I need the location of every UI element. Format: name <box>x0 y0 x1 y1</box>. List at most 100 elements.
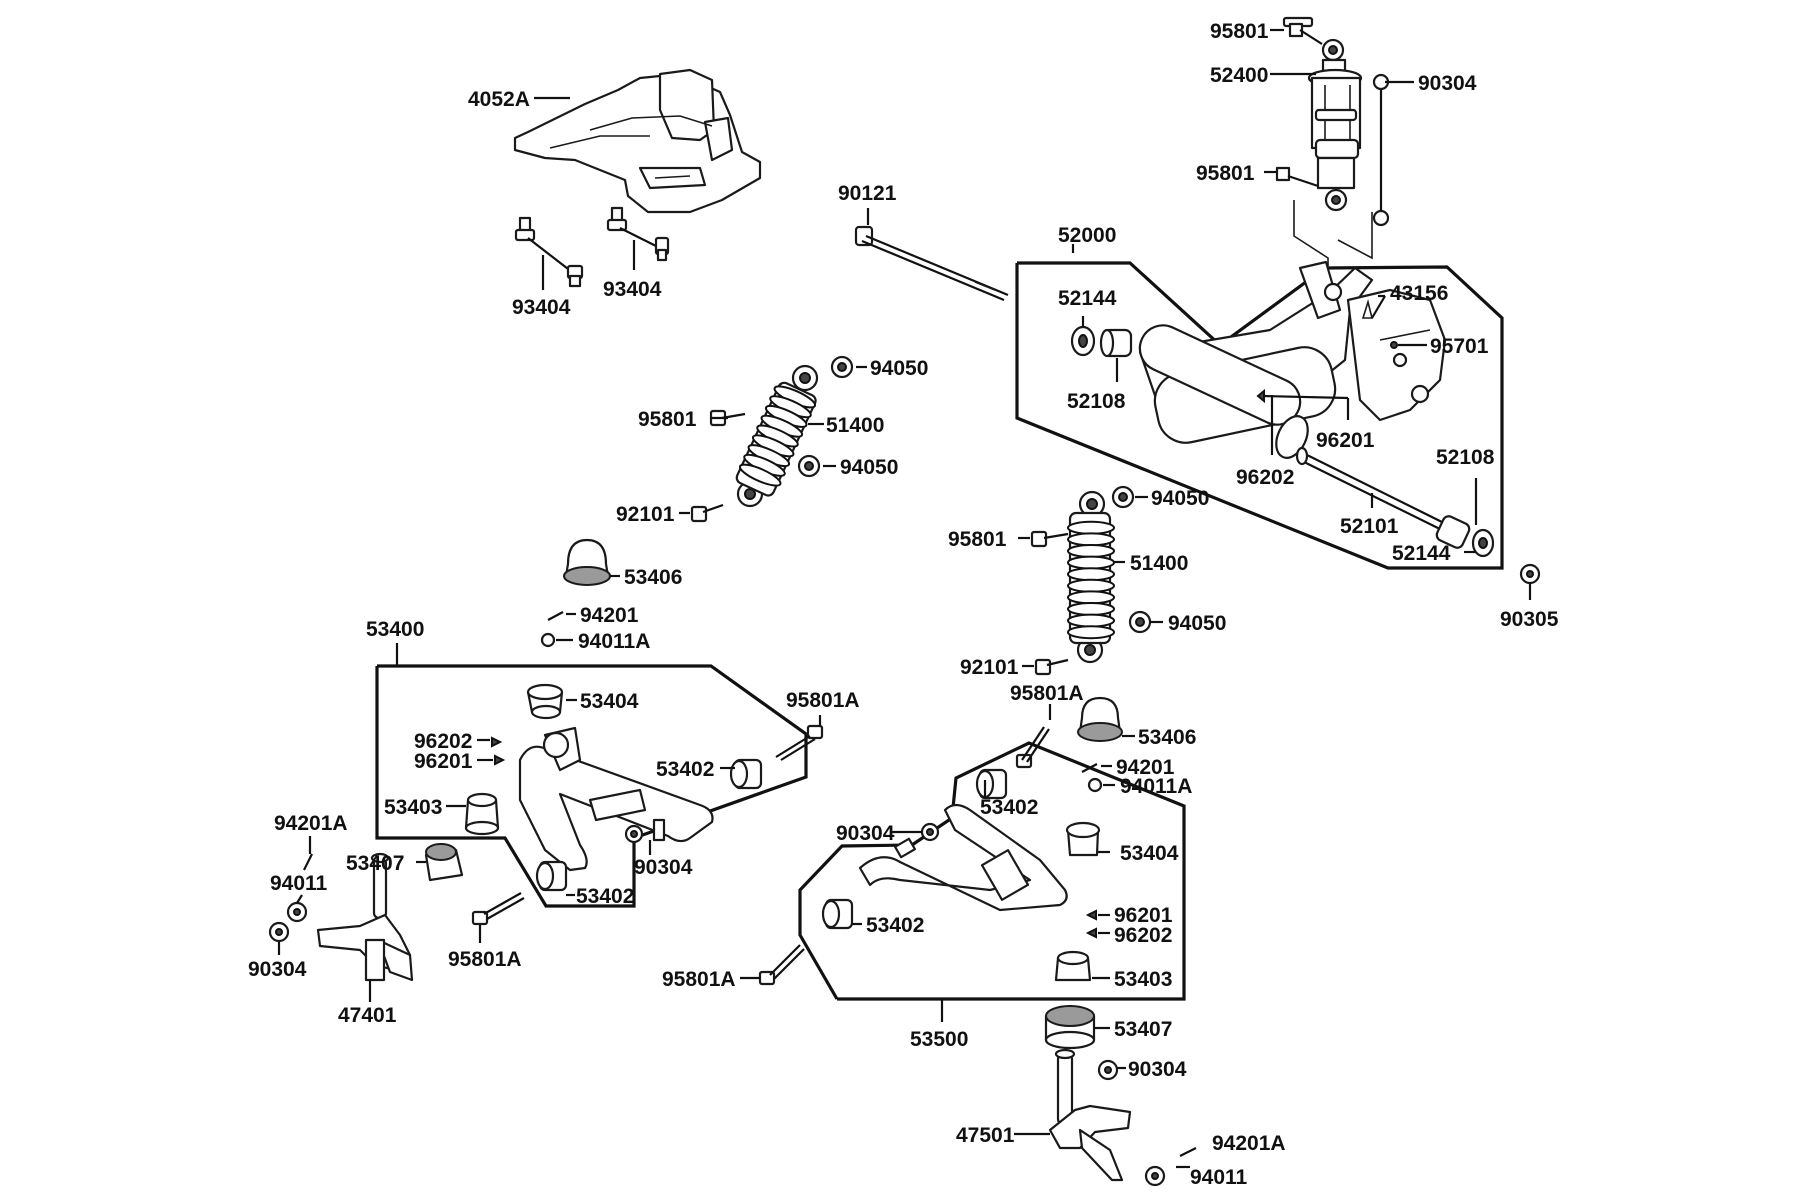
label-94050: 94050 <box>870 357 928 380</box>
nut-90305 <box>1519 563 1541 585</box>
label-95701: 95701 <box>1430 335 1489 358</box>
a-arm-bolt-95801A-left-upper <box>775 724 824 761</box>
left-spindle-nut-90304 <box>268 921 290 943</box>
label-53400: 53400 <box>366 618 424 641</box>
label-94050: 94050 <box>1151 487 1209 510</box>
spring-coil <box>1067 567 1115 582</box>
label-52101: 52101 <box>1340 515 1399 538</box>
a-arm-bolt-95801A-right-lower <box>758 944 805 986</box>
rear-shock-absorber-part <box>1282 16 1363 212</box>
label-53404: 53404 <box>1120 842 1179 865</box>
coil-shock-left-bolt-92101 <box>690 503 724 523</box>
label-53406: 53406 <box>624 566 682 589</box>
label-90304: 90304 <box>1418 72 1477 95</box>
label-90304: 90304 <box>1128 1058 1187 1081</box>
a-arm-bushing-53403-right <box>1054 950 1092 982</box>
coil-shock-right-part <box>1067 490 1115 664</box>
label-51400: 51400 <box>1130 552 1188 575</box>
coil-shock-left-nut-94050-bottom <box>797 454 821 478</box>
label-53407: 53407 <box>346 852 404 875</box>
swingarm-bushing-52144-right <box>1471 528 1495 558</box>
label-96202: 96202 <box>1114 924 1172 947</box>
label-90121: 90121 <box>838 182 897 205</box>
label-90304: 90304 <box>634 856 693 879</box>
spring-coil <box>1067 544 1115 558</box>
label-52144: 52144 <box>1392 542 1451 565</box>
spring-coil <box>1067 625 1115 640</box>
label-53403: 53403 <box>384 796 442 819</box>
a-arm-bolt-95801A-right-upper <box>1015 726 1050 769</box>
bolt-pair-93404-left <box>514 216 584 288</box>
label-93404: 93404 <box>512 296 571 319</box>
label-53402: 53402 <box>656 758 714 781</box>
coil-shock-right-bolt-92101 <box>1034 658 1069 676</box>
label-90304: 90304 <box>836 822 895 845</box>
label-53407: 53407 <box>1114 1018 1172 1041</box>
coil-shock-right-nut-94050-top <box>1111 485 1135 509</box>
label-95801: 95801 <box>638 408 697 431</box>
label-53406: 53406 <box>1138 726 1196 749</box>
label-94011: 94011 <box>1190 1166 1248 1189</box>
left-a-arm-group-frame <box>375 664 808 908</box>
spring-coil <box>1067 602 1115 616</box>
label-90304: 90304 <box>248 958 307 981</box>
label-53403: 53403 <box>1114 968 1172 991</box>
label-94050: 94050 <box>1168 612 1226 635</box>
swingarm-clip-43156 <box>1361 299 1374 319</box>
label-96201: 96201 <box>414 750 473 773</box>
label-94011: 94011 <box>270 872 328 895</box>
leader-lines <box>277 28 1532 1169</box>
swingarm-group-frame <box>1015 261 1504 570</box>
swingarm-bushing-52144-left <box>1070 325 1096 357</box>
label-96202: 96202 <box>414 730 472 753</box>
label-94050: 94050 <box>840 456 898 479</box>
swingarm-pivot-tube-part <box>1138 324 1309 459</box>
label-95801: 95801 <box>1196 162 1255 185</box>
a-arm-nut-90304-left <box>624 818 666 844</box>
a-arm-cotter-94201-right <box>1081 763 1103 793</box>
a-arm-grease-96201-96202-right <box>1085 909 1097 939</box>
label-52000: 52000 <box>1058 224 1116 247</box>
right-spindle-cotter-94201A <box>1179 1147 1197 1157</box>
coil-shock-left-part <box>735 364 819 508</box>
a-arm-bushing-53402-right-lower <box>821 898 854 930</box>
spring-coil <box>738 463 782 487</box>
a-arm-bushing-53407-right <box>1044 1005 1096 1050</box>
label-94011A: 94011A <box>1120 775 1192 798</box>
swingarm-grease-fitting-95701 <box>1390 341 1398 349</box>
label-53404: 53404 <box>580 690 639 713</box>
a-arm-bolt-95801A-left-lower <box>471 892 525 926</box>
label-92101: 92101 <box>960 656 1019 679</box>
right-spindle-47501-part <box>1048 1048 1132 1182</box>
a-arm-bushing-53404-left <box>526 683 564 720</box>
a-arm-bushing-53402-left-lower <box>535 860 568 892</box>
label-95801A: 95801A <box>662 968 736 991</box>
label-52144: 52144 <box>1058 287 1117 310</box>
label-95801A: 95801A <box>786 689 860 712</box>
left-spindle-nut-94011 <box>286 901 308 923</box>
rear-shock-bolt-95801-bottom <box>1275 166 1319 188</box>
a-arm-nut-90304-right <box>893 822 940 859</box>
a-arm-bushing-53403-left <box>464 792 500 836</box>
a-arm-cotter-94201-left <box>540 611 564 648</box>
label-96201: 96201 <box>1114 904 1173 927</box>
label-4052A: 4052A <box>468 88 530 111</box>
spring-coil <box>1067 578 1115 593</box>
rear-shock-nut-90304 <box>1372 73 1390 227</box>
label-90305: 90305 <box>1500 608 1559 631</box>
label-51400: 51400 <box>826 414 884 437</box>
left-a-arm-part <box>518 726 714 872</box>
rear-shock-bolt-95801-top <box>1288 22 1323 45</box>
label-95801: 95801 <box>948 528 1007 551</box>
spring-coil <box>1067 590 1115 605</box>
swingarm-bushing-52108-left <box>1099 328 1133 358</box>
label-92101: 92101 <box>616 503 675 526</box>
label-93404: 93404 <box>603 278 662 301</box>
coil-shock-right-nut-94050-bottom <box>1128 610 1152 634</box>
spring-coil <box>1067 613 1115 628</box>
left-spindle-cotter-94201A <box>303 853 313 871</box>
label-96201: 96201 <box>1316 429 1375 452</box>
swingarm-grease-96201-96202 <box>1256 388 1349 404</box>
label-94011A: 94011A <box>578 630 650 653</box>
